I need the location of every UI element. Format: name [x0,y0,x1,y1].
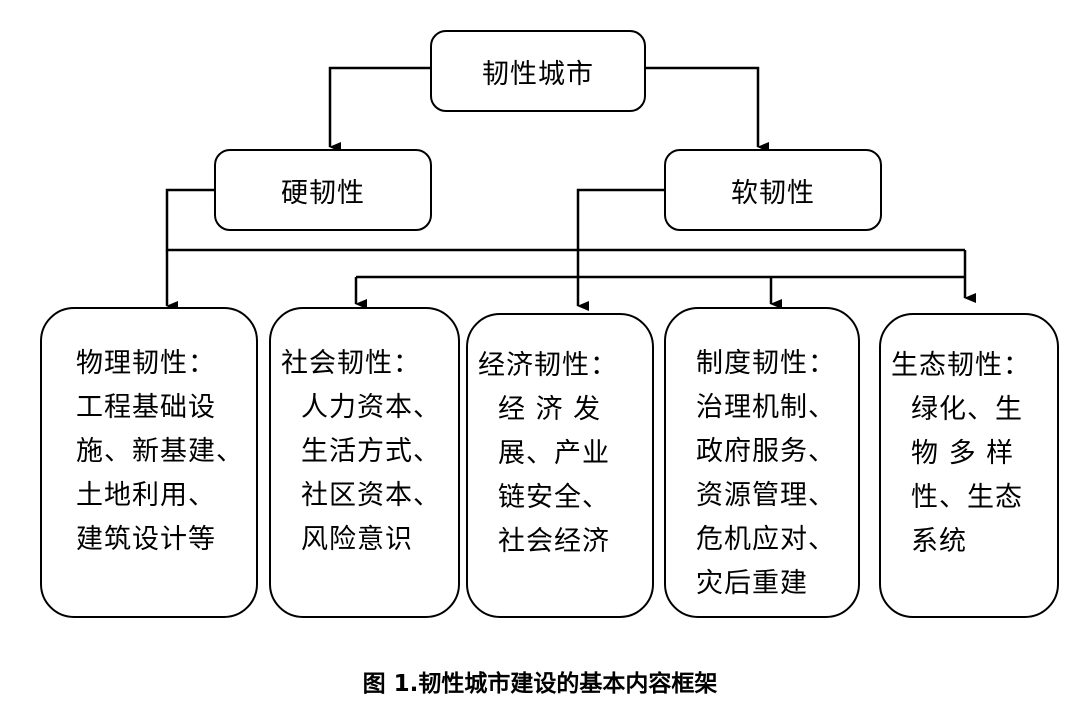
leaf-social-line: 社区资本、 [301,480,441,511]
leaf-economic-resilience: 经济韧性： 经 济 发 展、产业 链安全、 社会经济 [466,313,654,618]
leaf-physical-title: 物理韧性： [76,348,216,379]
leaf-social-line: 生活方式、 [301,436,441,467]
leaf-social-line: 人力资本、 [301,392,441,423]
leaf-economic-line: 经 济 发 [498,394,602,425]
leaf-institutional-line: 危机应对、 [696,524,836,555]
leaf-economic-line: 社会经济 [498,526,610,557]
leaf-economic-line: 展、产业 [498,438,610,469]
leaf-ecological-line: 物 多 样 [911,438,1015,469]
leaf-ecological-line: 绿化、生 [911,394,1023,425]
leaf-physical-line: 建筑设计等 [76,524,216,555]
leaf-institutional-line: 灾后重建 [696,568,808,599]
root-node: 韧性城市 [430,30,646,112]
hard-resilience-node: 硬韧性 [214,149,432,231]
leaf-economic-line: 链安全、 [498,482,610,513]
leaf-economic-title: 经济韧性： [478,350,618,381]
leaf-physical-resilience: 物理韧性： 工程基础设 施、新基建、 土地利用、 建筑设计等 [40,307,258,618]
leaf-physical-line: 施、新基建、 [76,436,244,467]
leaf-physical-line: 工程基础设 [76,392,216,423]
soft-resilience-node: 软韧性 [664,149,882,231]
leaf-social-line: 风险意识 [301,524,413,555]
leaf-institutional-line: 政府服务、 [696,436,836,467]
line-soft-branch [576,188,664,311]
leaf-ecological-line: 性、生态 [911,482,1023,513]
hard-resilience-label: 硬韧性 [281,177,365,209]
line-hard-branch [165,188,965,252]
leaf-institutional-title: 制度韧性： [696,348,836,379]
leaf-social-resilience: 社会韧性： 人力资本、 生活方式、 社区资本、 风险意识 [269,307,460,618]
leaf-ecological-line: 系统 [911,526,967,557]
leaf-institutional-line: 资源管理、 [696,480,836,511]
leaf-institutional-resilience: 制度韧性： 治理机制、 政府服务、 资源管理、 危机应对、 灾后重建 [664,307,860,618]
leaf-social-title: 社会韧性： [281,348,421,379]
arrow-root-to-hard [328,66,432,152]
soft-resilience-label: 软韧性 [731,177,815,209]
leaf-ecological-resilience: 生态韧性： 绿化、生 物 多 样 性、生态 系统 [879,313,1059,618]
figure-caption: 图 1.韧性城市建设的基本内容框架 [362,671,718,697]
leaf-institutional-line: 治理机制、 [696,392,836,423]
leaf-physical-line: 土地利用、 [76,480,216,511]
root-node-label: 韧性城市 [482,58,594,90]
leaf-ecological-title: 生态韧性： [891,350,1031,381]
arrow-root-to-soft [645,66,769,152]
